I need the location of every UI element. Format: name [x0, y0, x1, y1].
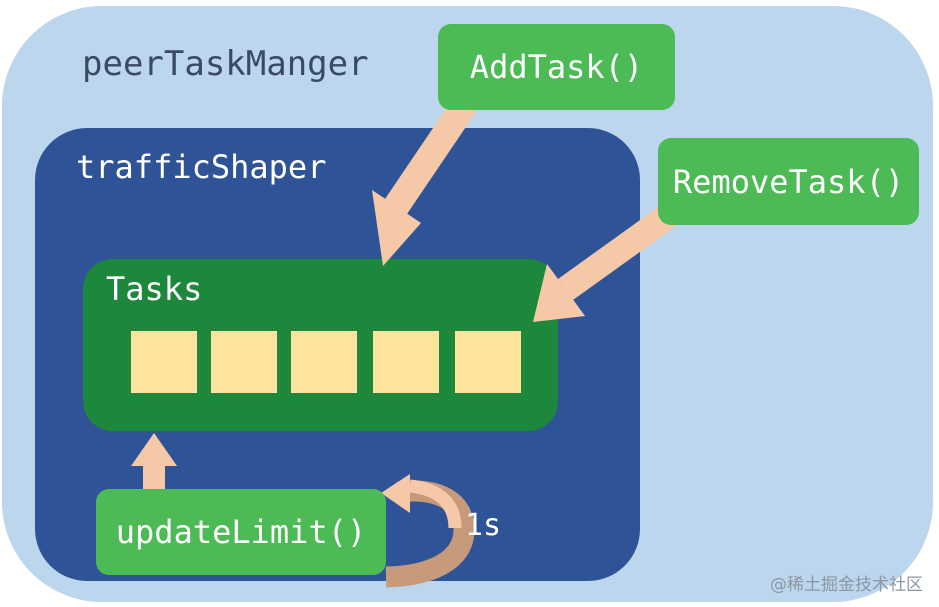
- loop-arrow: [381, 474, 475, 588]
- traffic-shaper-label: trafficShaper: [76, 148, 327, 186]
- task-slot: [131, 331, 197, 393]
- watermark: @稀土掘金技术社区: [770, 575, 923, 595]
- task-slot: [211, 331, 277, 393]
- task-slot: [373, 331, 439, 393]
- update-limit-arrow: [131, 433, 177, 497]
- add-task-arrow: [372, 97, 476, 266]
- loop-interval-label: 1s: [465, 508, 502, 543]
- peer-task-manager-label: peerTaskManger: [82, 44, 369, 84]
- tasks-label: Tasks: [106, 270, 203, 308]
- remove-task-button: RemoveTask(): [658, 138, 919, 225]
- remove-task-arrow: [533, 205, 676, 322]
- update-limit-button: updateLimit(): [96, 489, 386, 575]
- task-slot: [455, 331, 521, 393]
- task-slot: [291, 331, 357, 393]
- add-task-button: AddTask(): [438, 24, 675, 110]
